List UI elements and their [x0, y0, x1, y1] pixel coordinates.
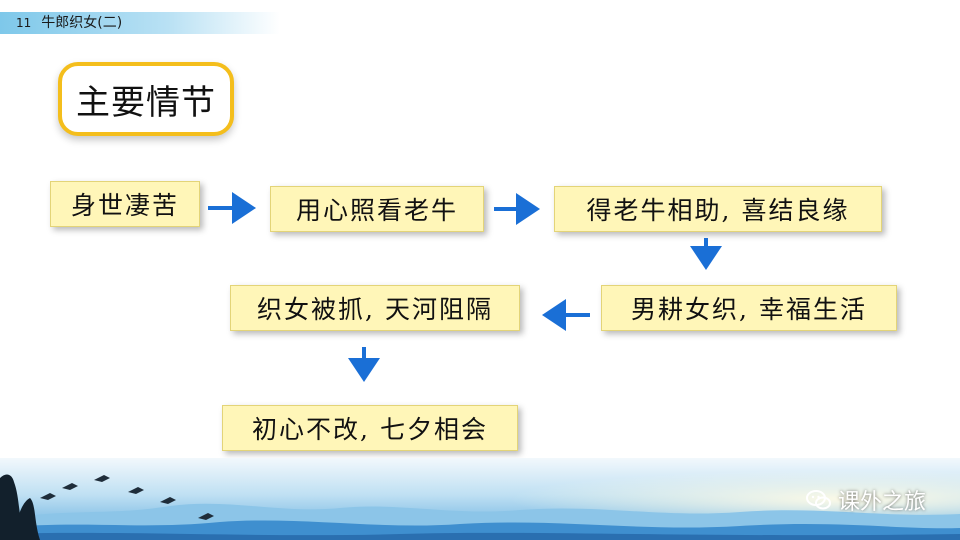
section-title-box: 主要情节	[58, 62, 234, 136]
plot-node-1: 身世凄苦	[50, 181, 200, 227]
plot-node-5: 织女被抓, 天河阻隔	[230, 285, 520, 331]
lesson-number: 11	[16, 16, 32, 30]
lesson-title: 牛郎织女(二)	[41, 15, 123, 31]
wechat-icon	[805, 490, 831, 510]
header-band	[0, 12, 280, 34]
plot-node-3: 得老牛相助, 喜结良缘	[554, 186, 882, 232]
lesson-header: 11 牛郎织女(二)	[16, 14, 122, 32]
plot-node-2: 用心照看老牛	[270, 186, 484, 232]
plot-node-4: 男耕女织, 幸福生活	[601, 285, 897, 331]
plot-node-6: 初心不改, 七夕相会	[222, 405, 518, 451]
section-title: 主要情节	[76, 82, 216, 123]
flying-magpies	[40, 475, 214, 520]
landscape-illustration	[0, 458, 960, 540]
lovers-silhouette	[0, 474, 40, 540]
footer-landscape	[0, 458, 960, 540]
brand-watermark: 课外之旅	[805, 484, 926, 516]
brand-name: 课外之旅	[837, 490, 926, 515]
